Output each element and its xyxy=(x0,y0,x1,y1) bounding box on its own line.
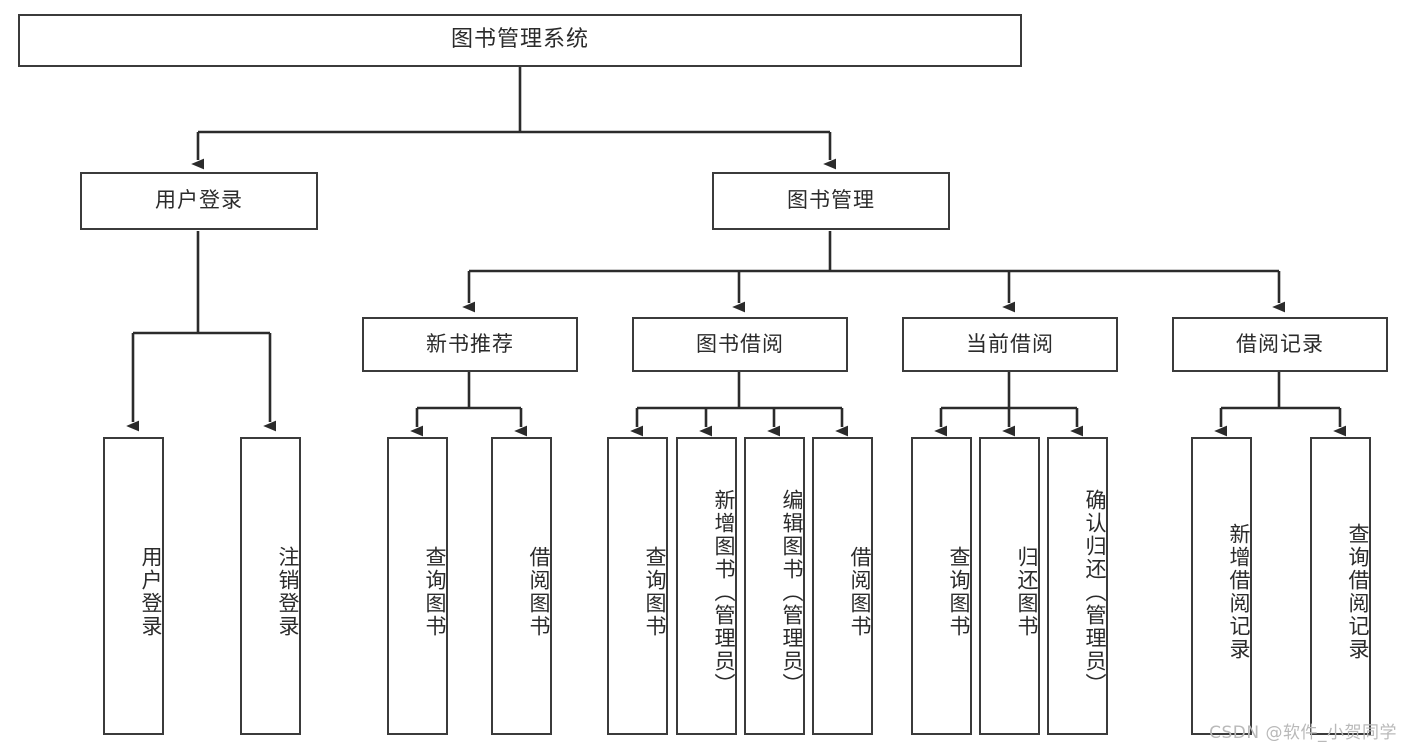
node-label: 新增借阅记录 xyxy=(1227,523,1251,661)
node-borrow-record[interactable]: 借阅记录 xyxy=(1172,317,1388,372)
node-label: 查询图书 xyxy=(947,546,971,638)
node-leaf-query-book-2[interactable]: 查询图书 xyxy=(607,437,668,735)
node-label: 查询图书 xyxy=(423,546,447,638)
node-label: 用户登录 xyxy=(155,188,243,213)
node-leaf-edit-book[interactable]: 编辑图书（管理员） xyxy=(744,437,805,735)
node-label: 借阅图书 xyxy=(527,546,551,638)
node-label: 用户登录 xyxy=(139,546,163,638)
node-label: 确认归还（管理员） xyxy=(1083,488,1107,696)
node-leaf-user-login[interactable]: 用户登录 xyxy=(103,437,164,735)
node-label: 查询图书 xyxy=(643,546,667,638)
node-label: 图书管理系统 xyxy=(450,27,589,53)
node-leaf-query-book-3[interactable]: 查询图书 xyxy=(911,437,972,735)
node-label: 编辑图书（管理员） xyxy=(780,488,804,696)
node-user-login[interactable]: 用户登录 xyxy=(80,172,318,230)
node-leaf-confirm-return[interactable]: 确认归还（管理员） xyxy=(1047,437,1108,735)
node-new-book-recommend[interactable]: 新书推荐 xyxy=(362,317,578,372)
node-label: 借阅图书 xyxy=(848,546,872,638)
node-label: 归还图书 xyxy=(1015,546,1039,638)
node-book-borrow[interactable]: 图书借阅 xyxy=(632,317,848,372)
node-leaf-add-book[interactable]: 新增图书（管理员） xyxy=(676,437,737,735)
node-leaf-query-record[interactable]: 查询借阅记录 xyxy=(1310,437,1371,735)
node-leaf-return-book[interactable]: 归还图书 xyxy=(979,437,1040,735)
node-label: 新增图书（管理员） xyxy=(712,488,736,696)
node-leaf-user-logout[interactable]: 注销登录 xyxy=(240,437,301,735)
node-label: 新书推荐 xyxy=(426,331,514,356)
node-label: 注销登录 xyxy=(276,546,300,638)
node-label: 图书借阅 xyxy=(696,331,784,356)
node-leaf-borrow-book-1[interactable]: 借阅图书 xyxy=(491,437,552,735)
node-label: 借阅记录 xyxy=(1236,331,1324,356)
node-leaf-add-record[interactable]: 新增借阅记录 xyxy=(1191,437,1252,735)
node-book-manage[interactable]: 图书管理 xyxy=(712,172,950,230)
node-current-borrow[interactable]: 当前借阅 xyxy=(902,317,1118,372)
node-label: 当前借阅 xyxy=(966,331,1054,356)
node-label: 图书管理 xyxy=(787,188,875,213)
csdn-watermark: CSDN @软件_小贺同学 xyxy=(1209,723,1397,743)
node-root-book-management-system[interactable]: 图书管理系统 xyxy=(18,14,1022,67)
node-label: 查询借阅记录 xyxy=(1346,523,1370,661)
node-leaf-borrow-book-2[interactable]: 借阅图书 xyxy=(812,437,873,735)
node-leaf-query-book-1[interactable]: 查询图书 xyxy=(387,437,448,735)
